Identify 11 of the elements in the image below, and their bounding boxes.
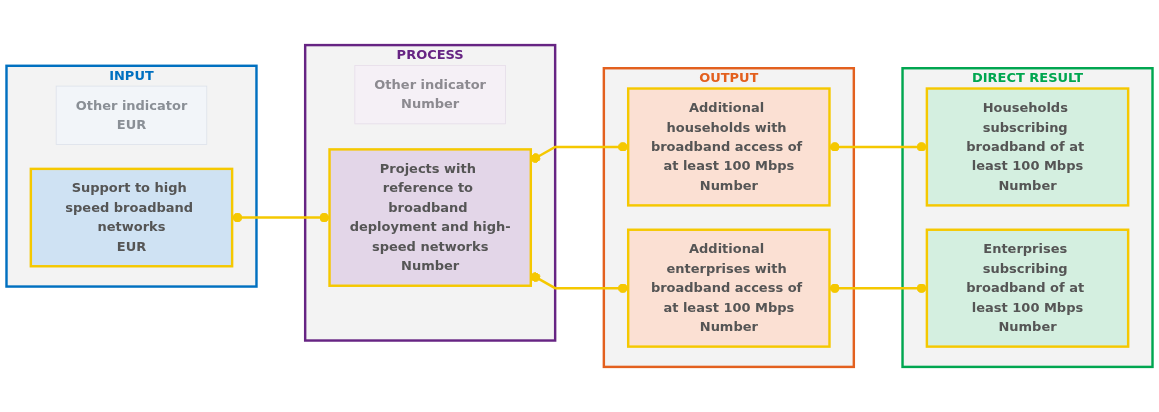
node-box: Projects with reference to broadband deployment and high-speed networks Number: [328, 148, 532, 287]
node-box: Support to high speed broadband networks EUR: [29, 167, 234, 268]
connector: [530, 272, 629, 294]
node-box: Additional households with broadband access of at least 100 Mbps Number: [627, 87, 831, 207]
node-box: Enterprises subscribing broadband of at least 100 Mbps Number: [925, 228, 1130, 348]
connector: [232, 212, 330, 223]
connector: [829, 142, 927, 152]
node-box: Additional enterprises with broadband access of at least 100 Mbps Number: [627, 228, 831, 348]
node-box: Households subscribing broadband of at least 100 Mbps Number: [925, 87, 1130, 207]
connector: [829, 283, 927, 294]
connector: [530, 142, 629, 163]
